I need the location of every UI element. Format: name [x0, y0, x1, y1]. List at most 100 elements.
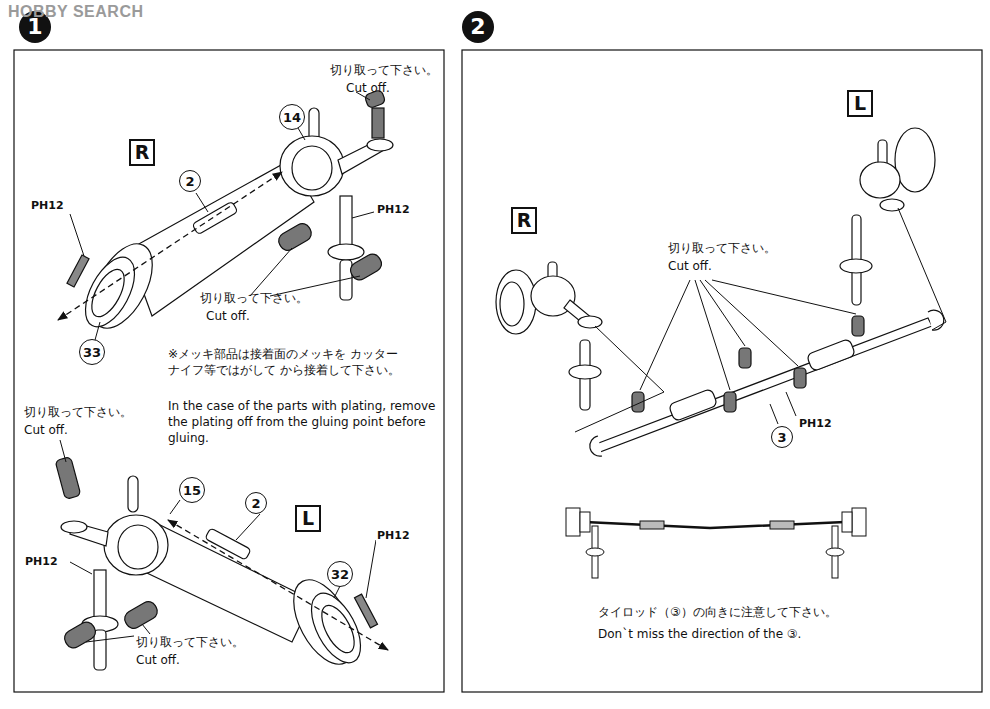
hub-bore — [500, 282, 524, 326]
cut-stub — [372, 108, 384, 138]
node-text: R — [517, 211, 532, 230]
hub-flange — [496, 270, 536, 334]
cut-stub — [852, 316, 864, 336]
illustration-part — [932, 322, 946, 330]
illustration-part — [700, 280, 745, 346]
illustration-part — [70, 562, 92, 574]
instruction-text: 切り取って下さい。 — [200, 290, 308, 306]
node-text: R — [135, 143, 150, 162]
assembly-arrow — [168, 520, 388, 650]
callout-number: 2 — [179, 170, 201, 192]
illustration-part — [586, 548, 604, 556]
illustration-part — [786, 392, 796, 416]
illustration-part — [695, 280, 730, 390]
cut-stub — [122, 599, 160, 632]
instruction-text: Cut off. — [136, 652, 180, 668]
lower-pin — [94, 630, 106, 670]
illustration-part — [898, 208, 946, 322]
step-number: 2 — [462, 11, 494, 43]
cut-stub — [724, 392, 736, 412]
instruction-text: 切り取って下さい。 — [330, 62, 438, 78]
cut-stub — [794, 368, 806, 388]
node-text: 32 — [331, 568, 349, 581]
instruction-text: 切り取って下さい。 — [668, 240, 776, 256]
lower-disc — [328, 244, 364, 260]
illustration-part — [170, 500, 180, 514]
panel-frame — [14, 50, 444, 692]
illustration-part — [366, 540, 376, 598]
instruction-text: Don`t miss the direction of the ③. — [598, 626, 801, 642]
note-text: In the case of the parts with plating, r… — [168, 398, 436, 446]
arm-disc — [61, 521, 87, 533]
paint-code: PH12 — [376, 528, 411, 544]
knuckle-body — [104, 515, 168, 575]
panel-frame — [462, 50, 982, 692]
illustration-part — [334, 586, 340, 598]
watermark: HOBBY SEARCH — [8, 4, 144, 20]
illustration-part — [86, 636, 134, 642]
instruction-text: 切り取って下さい。 — [136, 634, 244, 650]
illustration-part — [842, 512, 852, 532]
side-marker: L — [295, 505, 321, 532]
node-text: 33 — [83, 346, 101, 359]
cut-stub — [739, 348, 751, 368]
callout-number: 3 — [771, 426, 793, 448]
arm-disc — [880, 199, 904, 211]
illustration-part — [585, 522, 845, 528]
side-marker: R — [511, 207, 537, 234]
tie-rod-mini-view — [566, 508, 866, 578]
illustration-part — [196, 193, 208, 212]
node-text: 2 — [470, 16, 485, 38]
illustration-part — [580, 512, 590, 532]
instruction-text: タイロッド（③）の向きに注意して下さい。 — [598, 604, 837, 620]
right-axle-assembly — [67, 89, 393, 338]
instruction-text: 切り取って下さい。 — [24, 404, 132, 420]
hub-flange — [895, 128, 935, 192]
note-text: ※メッキ部品は接着面のメッキを カッターナイフ等ではがして から接着して下さい。 — [168, 346, 408, 378]
callout-number: 15 — [179, 477, 205, 503]
paint-code: PH12 — [30, 198, 65, 214]
cut-stub — [55, 457, 81, 500]
illustration-part — [95, 322, 100, 340]
rod-end — [590, 436, 602, 456]
node-text: L — [854, 94, 866, 113]
leader-lines — [575, 208, 946, 432]
illustration-part — [566, 508, 580, 536]
paint-code: PH12 — [798, 416, 833, 432]
illustration-part — [595, 326, 664, 392]
illustration-part — [712, 280, 856, 314]
knuckle-bore — [292, 146, 332, 190]
part-2-shaft — [192, 201, 238, 234]
illustration-part — [852, 508, 866, 536]
illustration-part — [575, 392, 664, 432]
node-text: 2 — [185, 175, 194, 188]
side-marker: R — [129, 139, 155, 166]
left-axle-assembly — [55, 457, 377, 674]
cut-stub — [276, 221, 314, 254]
illustration-part — [70, 214, 84, 256]
illustration-part — [770, 521, 794, 529]
paint-code: PH12 — [24, 554, 59, 570]
callout-number: 32 — [327, 561, 353, 587]
node-text: 3 — [777, 431, 786, 444]
node-text: 2 — [251, 497, 260, 510]
knuckle-bore — [118, 525, 158, 569]
illustration-part — [60, 440, 66, 462]
hub-bore — [85, 264, 131, 321]
hub-bore — [315, 600, 361, 657]
illustration-part — [250, 248, 292, 296]
cut-stub — [348, 251, 385, 283]
instruction-text: Cut off. — [24, 422, 68, 438]
cut-stub — [62, 619, 99, 651]
knuckle-body — [280, 136, 344, 196]
illustration-part — [705, 280, 798, 366]
tie-rod — [596, 318, 932, 452]
illustration-part — [770, 404, 778, 424]
instruction-text: Cut off. — [668, 258, 712, 274]
illustration-part — [352, 212, 374, 218]
rod-end — [928, 310, 944, 330]
side-marker: L — [847, 90, 873, 117]
illustration-part — [640, 280, 690, 390]
illustration-part — [826, 548, 844, 556]
